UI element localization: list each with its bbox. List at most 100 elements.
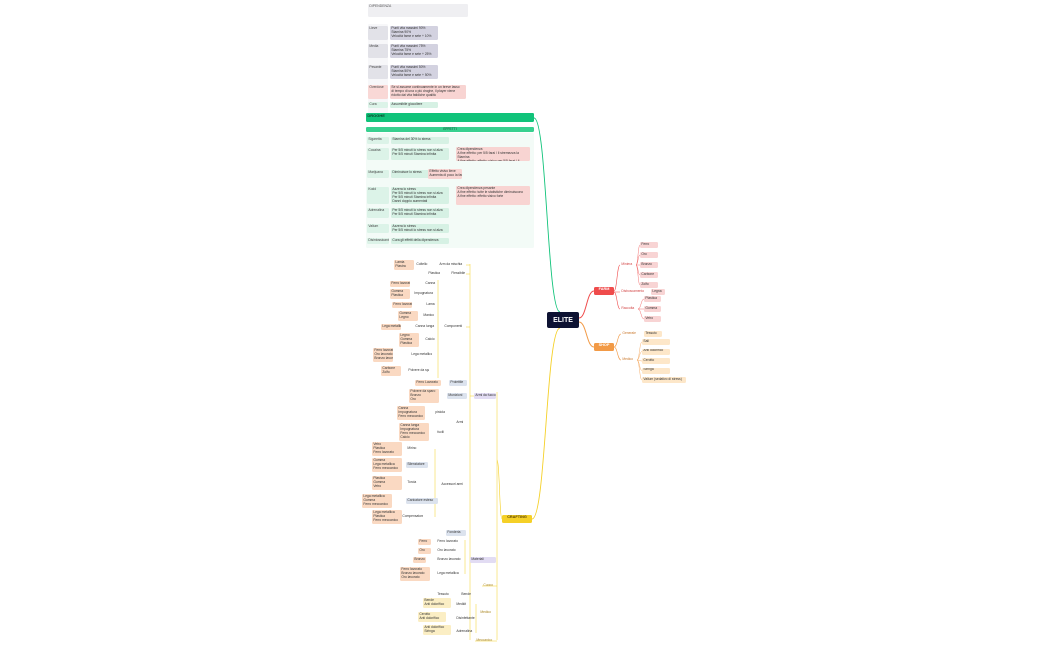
farm-ore-1: Oro — [640, 252, 658, 258]
branch-farm[interactable]: FARM — [594, 287, 614, 295]
craft-mun-inputs: Polvere da sparo Bronzo Oro — [409, 389, 439, 403]
craft-pistola[interactable]: pistola — [435, 410, 445, 414]
dipendenza-header: DIPENDENZA — [368, 4, 468, 17]
craft-tessuto: Tessuto — [437, 592, 449, 596]
link-ore-0 — [635, 244, 641, 266]
droghe-effect-4: Per 5/5 minuti lo stress non si alza Per… — [391, 208, 449, 218]
craft-top-item-1[interactable]: Plastica — [428, 271, 440, 275]
craft-mat-input-2: Bronzo — [413, 557, 426, 563]
craft-fonderia[interactable]: Fonderia — [446, 530, 466, 536]
shop-medico[interactable]: Medico — [622, 357, 634, 361]
farm-miniera[interactable]: Miniera — [621, 262, 633, 266]
root-node-elite[interactable]: ELITE — [547, 312, 579, 328]
craft-fucili[interactable]: fucili — [437, 430, 444, 434]
craft-acc-item-0[interactable]: Mirino — [407, 446, 417, 450]
craft-bende[interactable]: Bende — [461, 592, 471, 596]
craft-top-item-5[interactable]: Manico — [423, 313, 435, 317]
craft-accessori[interactable]: Accessori armi — [441, 482, 464, 486]
craft-acc-input-4: Lega metallica Plastica Ferro meccanico — [372, 510, 402, 524]
shop-medico-item-4: Valium (sedativo di stress) — [642, 377, 686, 383]
farm-ore-4: Zolfo — [640, 282, 658, 288]
link-ore-1 — [635, 254, 641, 266]
shop-medico-item-0: Sali — [642, 339, 670, 345]
craft-acc-item-1[interactable]: Silenziatore — [406, 462, 428, 468]
dipendenza-effect-2: Punti vita massimi 50% Stamina 50% Veloc… — [390, 65, 438, 79]
shop-generale[interactable]: Generale — [622, 331, 636, 335]
shop-medico-item-1: Anti dolorifico — [642, 348, 670, 355]
craft-acc-input-0: Vetro Plastica Ferro lavorato — [372, 442, 402, 456]
droghe-effect-6: Cura gli effetti della dipendenza — [391, 238, 449, 244]
link-craft-trunk — [496, 459, 503, 520]
dipendenza-effect-1: Punti vita massimi 75% Stamina 75% Veloc… — [390, 44, 438, 58]
droghe-side-effect-1: Crea dipendenza A fine effetto: per 5/5 … — [456, 147, 530, 161]
droghe-name-4: Adrenalina — [367, 208, 389, 218]
droghe-effect-1: Per 5/5 minuti lo stress non si alza Per… — [391, 148, 449, 160]
craft-top-item-3[interactable]: Impugnatura — [414, 291, 433, 295]
dipendenza-effect-0: Punti vita massimi 90% Stamina 90% Veloc… — [390, 26, 438, 40]
farm-raccolta[interactable]: Raccolta — [621, 306, 635, 310]
droghe-effect-5: Azzera lo stress Per 5/5 minuti lo stres… — [391, 224, 449, 233]
branch-shop[interactable]: SHOP — [594, 343, 614, 351]
droghe-name-1: Cocaina — [367, 148, 389, 160]
craft-med-input-2: Anti dolorifico Siringa — [423, 625, 451, 635]
craft-materiali[interactable]: Materiali — [470, 557, 496, 563]
craft-acc-input-3: Lega metallica Gomma Ferro meccanico — [362, 494, 392, 508]
dipendenza-level-3: Overdose — [368, 85, 388, 99]
craft-top-item-6[interactable]: Canna lunga — [415, 324, 435, 328]
craft-top-group-0[interactable]: Arm da mischia — [439, 262, 463, 266]
shop-medico-item-2: Cerotto — [642, 358, 670, 364]
craft-cuoco[interactable]: Cuoco — [483, 583, 493, 587]
craft-top-group-1[interactable]: Flessibile — [451, 271, 466, 275]
link-ore-4 — [635, 264, 641, 286]
droghe-side-effect-2: Effetto visivo lieve Aumenta di poco la … — [428, 169, 462, 179]
droghe-header[interactable]: DROGHE — [366, 113, 534, 122]
craft-top-input-0: Lamia Piastra — [394, 260, 414, 270]
craft-armi[interactable]: Armi — [456, 420, 464, 424]
dipendenza-effect-3: Se si assume continuamente in un breve l… — [390, 85, 466, 99]
craft-med-input-0: Bende Anti dolorifico — [423, 598, 451, 608]
craft-top-item-4[interactable]: Lama — [426, 302, 435, 306]
droghe-name-6: Disintossicante — [367, 238, 389, 244]
droghe-effect-3: Azzera lo stress Per 5/5 minuti lo stres… — [391, 187, 449, 204]
shop-medico-item-3: Siringa — [642, 367, 670, 374]
craft-acc-input-2: Plastica Gomma Vetro — [372, 476, 402, 490]
craft-top-input-5: Gomma Legno — [398, 311, 418, 321]
craft-proiettile[interactable]: Proiettile — [449, 380, 467, 386]
craft-mat-input-1: Oro — [418, 548, 431, 554]
droghe-name-0: Sigaretta — [367, 137, 389, 144]
craft-armi-fuoco[interactable]: Armi da fuoco — [474, 393, 496, 399]
branch-crafting[interactable]: CRAFTING — [502, 515, 532, 523]
craft-top-item-0[interactable]: Coltello — [416, 262, 428, 266]
craft-top-input-2: Ferro lavorato — [390, 281, 410, 287]
craft-med-item-0[interactable]: Medkit — [456, 602, 467, 606]
dipendenza-level-2: Pesante — [368, 65, 388, 79]
farm-raccolta-item-0: Plastica — [644, 296, 661, 302]
craft-acc-item-4[interactable]: Compensatore — [402, 514, 423, 518]
link-farm-raccolta — [613, 291, 621, 310]
craft-top-item-7[interactable]: Calcio — [425, 337, 435, 341]
droghe-name-5: Valium — [367, 224, 389, 233]
craft-ferro-lav: Ferro Lavorato — [415, 380, 441, 386]
craft-med-input-1: Cerotto Anti dolorifico — [418, 612, 446, 622]
craft-top-group-6[interactable]: Componenti — [444, 324, 463, 328]
craft-mat-item-1[interactable]: Oro lavorato — [437, 548, 456, 552]
craft-medico[interactable]: Medico — [480, 610, 492, 614]
craft-mat-item-0[interactable]: Ferro lavorato — [437, 539, 458, 543]
craft-top-item-8[interactable]: Lega metallica — [411, 352, 432, 356]
farm-disboscamento[interactable]: Disboscamento — [621, 289, 645, 293]
craft-mat-item-2[interactable]: Bronzo lavorato — [437, 557, 461, 561]
craft-med-item-2[interactable]: Adrenalina — [456, 629, 473, 633]
craft-top-item-9[interactable]: Polvere da sparo — [408, 368, 429, 372]
craft-mat-item-3[interactable]: Lega metallica — [437, 571, 459, 575]
link-med-1 — [636, 351, 643, 361]
link-racc-2 — [637, 308, 645, 320]
craft-med-item-1[interactable]: Disinfettante — [456, 616, 475, 620]
craft-acc-input-1: Gomma Lega metallica Ferro meccanico — [372, 458, 402, 472]
craft-meccanico[interactable]: Meccanico — [476, 638, 493, 642]
craft-acc-item-2[interactable]: Torcia — [407, 480, 417, 484]
craft-top-item-2[interactable]: Canna — [425, 281, 436, 285]
craft-munizioni[interactable]: Munizioni — [447, 393, 467, 399]
craft-acc-item-3[interactable]: Caricatore esteso — [406, 498, 438, 504]
craft-top-input-4: Ferro lavorato — [392, 302, 412, 308]
